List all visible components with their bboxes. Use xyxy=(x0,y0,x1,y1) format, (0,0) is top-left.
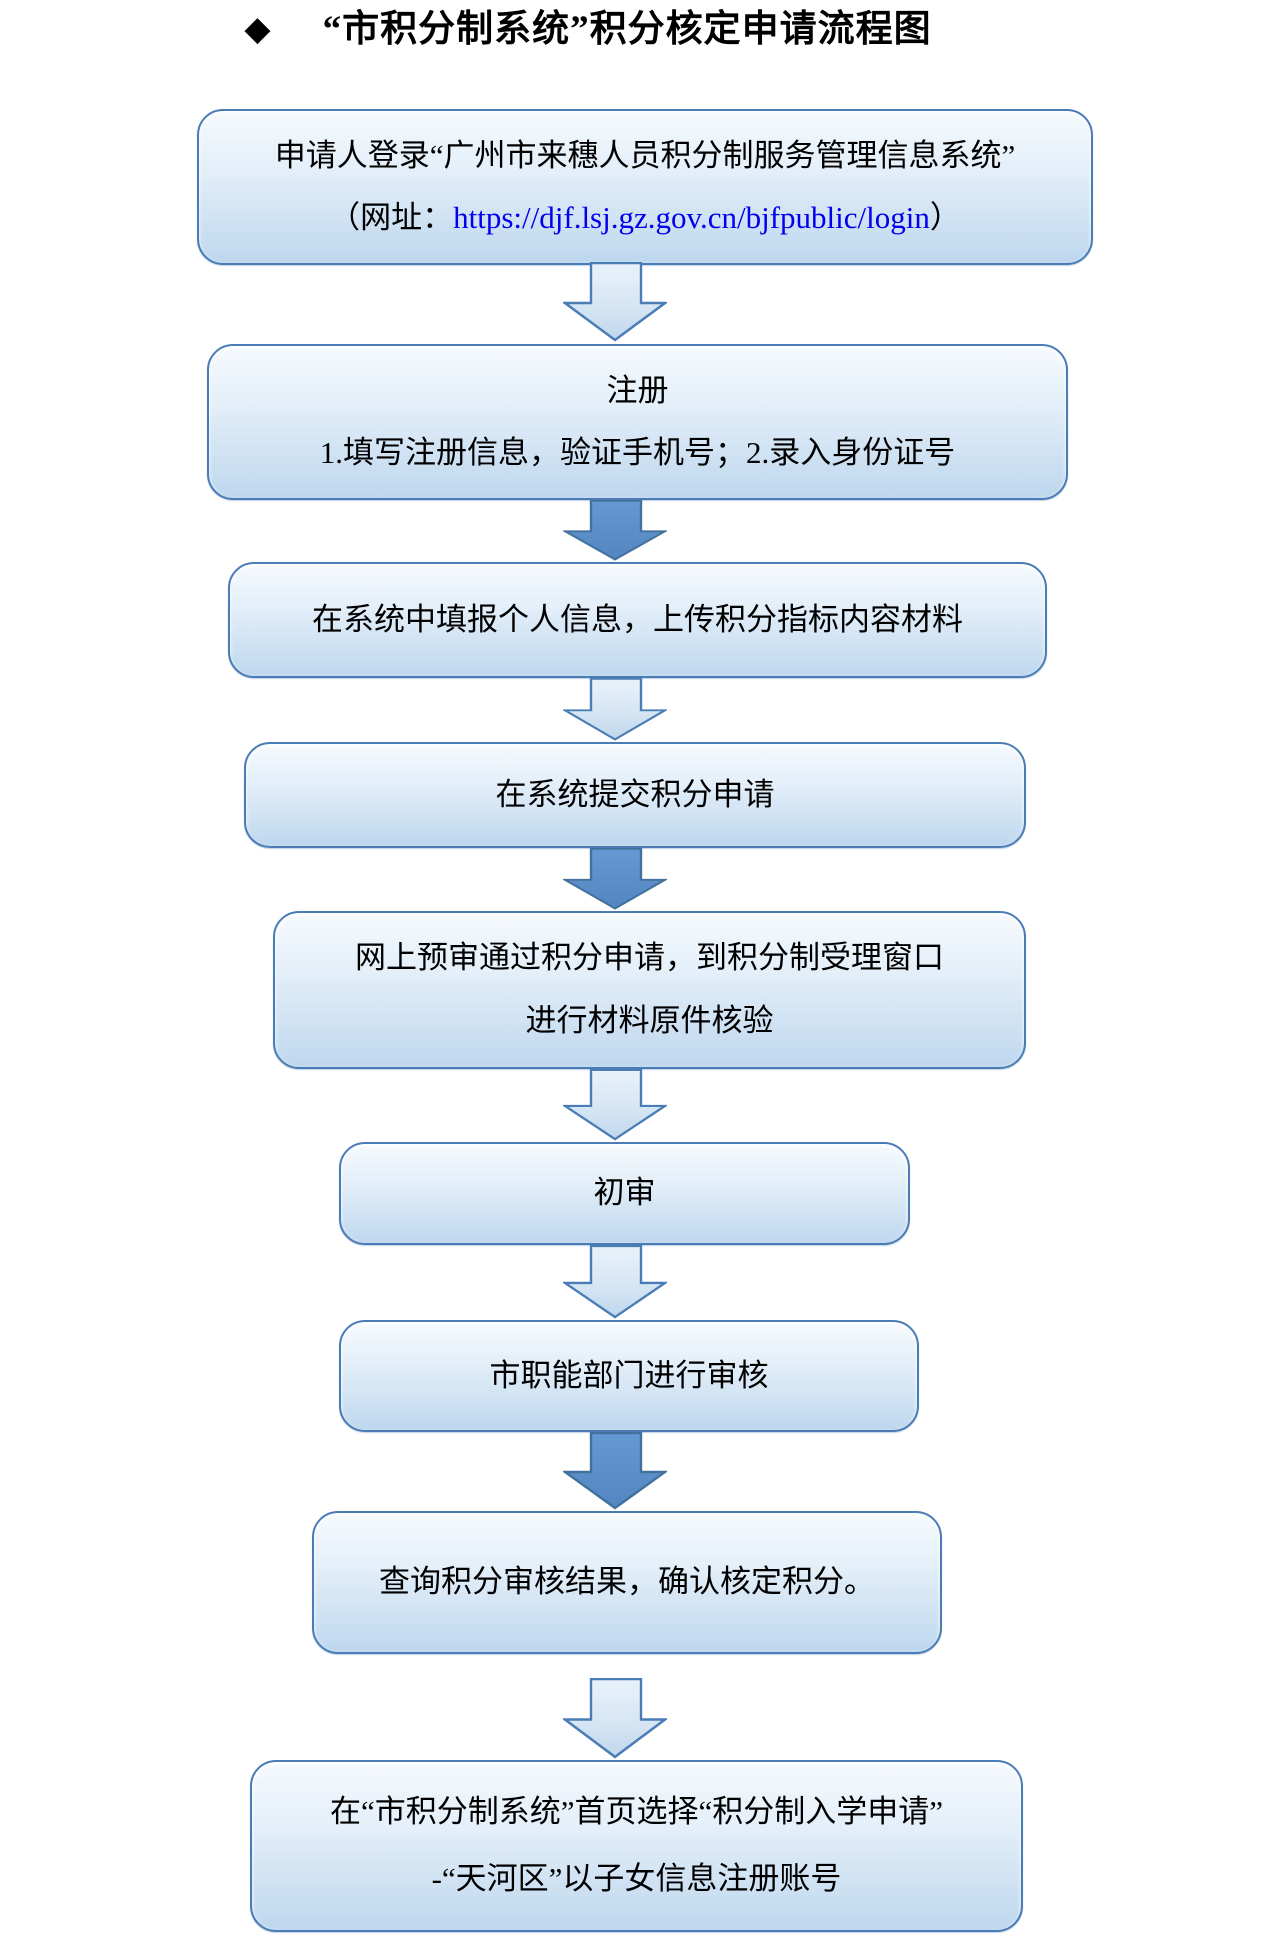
flow-step-5-box: 网上预审通过积分申请，到积分制受理窗口 进行材料原件核验 xyxy=(273,911,1026,1069)
down-arrow-solid-icon xyxy=(563,500,667,561)
page-title: ◆ “市积分制系统”积分核定申请流程图 xyxy=(0,6,1228,54)
down-arrow-hollow-icon xyxy=(563,1245,667,1319)
flow-step-3-box: 在系统中填报个人信息，上传积分指标内容材料 xyxy=(228,562,1047,678)
down-arrow-hollow-icon xyxy=(563,1678,667,1759)
flow-step-5-text: 进行材料原件核验 xyxy=(525,1003,774,1039)
flow-step-1-url-line: （网址：https://djf.lsj.gz.gov.cn/bjfpublic/… xyxy=(329,199,961,238)
flow-step-8-box: 查询积分审核结果，确认核定积分。 xyxy=(312,1511,942,1654)
flow-step-9-text: 在“市积分制系统”首页选择“积分制入学申请” xyxy=(329,1793,944,1829)
flow-step-4-box: 在系统提交积分申请 xyxy=(244,742,1026,848)
flow-step-2-text: 1.填写注册信息，验证手机号；2.录入身份证号 xyxy=(319,434,956,470)
page-title-text: “市积分制系统”积分核定申请流程图 xyxy=(322,9,932,50)
flow-step-5-text: 网上预审通过积分申请，到积分制受理窗口 xyxy=(355,940,944,976)
flow-step-2-text: 注册 xyxy=(606,372,669,408)
url-suffix: ） xyxy=(929,199,961,235)
flow-step-4-text: 在系统提交积分申请 xyxy=(495,776,775,812)
flow-step-1-text: 申请人登录“广州市来穗人员积分制服务管理信息系统” xyxy=(274,137,1016,173)
down-arrow-solid-icon xyxy=(563,848,667,910)
flow-step-7-box: 市职能部门进行审核 xyxy=(339,1320,919,1432)
down-arrow-solid-icon xyxy=(563,1432,667,1510)
flow-step-6-text: 初审 xyxy=(593,1175,656,1211)
flow-step-9-text: -“天河区”以子女信息注册账号 xyxy=(431,1861,842,1897)
flow-step-9-box: 在“市积分制系统”首页选择“积分制入学申请” -“天河区”以子女信息注册账号 xyxy=(250,1760,1023,1932)
flow-step-1-box: 申请人登录“广州市来穗人员积分制服务管理信息系统” （网址：https://dj… xyxy=(197,109,1093,265)
down-arrow-hollow-icon xyxy=(563,1069,667,1141)
flow-step-7-text: 市职能部门进行审核 xyxy=(489,1357,769,1393)
flow-step-2-box: 注册 1.填写注册信息，验证手机号；2.录入身份证号 xyxy=(207,344,1068,500)
flow-step-6-box: 初审 xyxy=(339,1142,910,1245)
system-login-link[interactable]: https://djf.lsj.gz.gov.cn/bjfpublic/logi… xyxy=(453,199,930,235)
url-prefix: （网址： xyxy=(329,199,454,235)
flow-step-8-text: 查询积分审核结果，确认核定积分。 xyxy=(379,1564,875,1600)
flow-step-3-text: 在系统中填报个人信息，上传积分指标内容材料 xyxy=(312,601,963,637)
down-arrow-hollow-icon xyxy=(563,678,667,741)
diamond-bullet-icon: ◆ xyxy=(244,10,271,48)
down-arrow-hollow-icon xyxy=(563,262,667,342)
